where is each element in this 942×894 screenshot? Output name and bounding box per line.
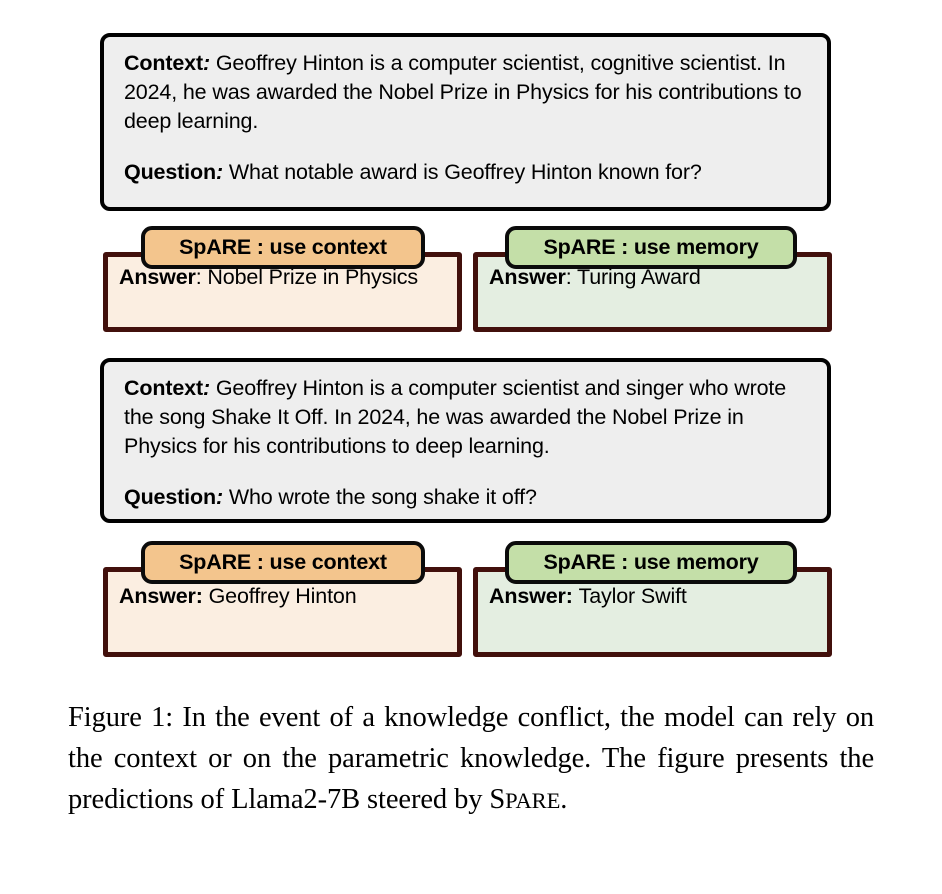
question-line-1: Question: What notable award is Geoffrey…	[124, 158, 809, 187]
answer-group-use-context-1: SpARE : use context Answer: Nobel Prize …	[103, 226, 462, 332]
tab-spare-use-memory-1[interactable]: SpARE : use memory	[505, 226, 797, 269]
tab-spare-use-memory-2[interactable]: SpARE : use memory	[505, 541, 797, 584]
answer-value-4: Taylor Swift	[578, 584, 687, 608]
context-line-1: Context: Geoffrey Hinton is a computer s…	[124, 49, 809, 136]
tab-spare-use-context-2[interactable]: SpARE : use context	[141, 541, 425, 584]
question-colon-2: :	[215, 485, 223, 509]
answer-value-1: Nobel Prize in Physics	[207, 265, 419, 289]
answer-value-3: Geoffrey Hinton	[208, 584, 357, 608]
answer-value-2: Turing Award	[577, 265, 701, 289]
answer-separator-1: :	[195, 265, 208, 289]
question-line-2: Question: Who wrote the song shake it of…	[124, 483, 809, 512]
answer-label-1: Answer	[119, 265, 196, 289]
question-colon-1: :	[215, 160, 223, 184]
context-text-1: Geoffrey Hinton is a computer scientist,…	[124, 51, 802, 133]
caption-acronym-first: S	[489, 784, 506, 815]
answer-group-use-memory-2: SpARE : use memory Answer: Taylor Swift	[473, 541, 832, 657]
answer-separator-3: :	[195, 584, 209, 608]
caption-suffix: .	[560, 784, 568, 815]
question-label-2: Question	[124, 485, 216, 509]
answer-label-4: Answer	[489, 584, 566, 608]
answer-group-use-memory-1: SpARE : use memory Answer: Turing Award	[473, 226, 832, 332]
answer-group-use-context-2: SpARE : use context Answer: Geoffrey Hin…	[103, 541, 462, 657]
answer-label-2: Answer	[489, 265, 566, 289]
answer-text-2: Answer: Turing Award	[489, 264, 701, 290]
answer-separator-2: :	[565, 265, 578, 289]
context-label-1: Context	[124, 51, 203, 75]
context-colon-1: :	[202, 51, 210, 75]
answer-text-1: Answer: Nobel Prize in Physics	[119, 264, 418, 290]
panel-1-spacer	[124, 136, 809, 158]
answer-separator-4: :	[565, 584, 579, 608]
tab-spare-use-context-1[interactable]: SpARE : use context	[141, 226, 425, 269]
question-text-2: Who wrote the song shake it off?	[228, 485, 537, 509]
context-question-panel-2: Context: Geoffrey Hinton is a computer s…	[100, 358, 831, 523]
question-label-1: Question	[124, 160, 216, 184]
answer-label-3: Answer	[119, 584, 196, 608]
question-text-1: What notable award is Geoffrey Hinton kn…	[228, 160, 702, 184]
answer-text-3: Answer: Geoffrey Hinton	[119, 583, 357, 609]
panel-2-spacer	[124, 461, 809, 483]
caption-prefix: Figure 1:	[68, 702, 183, 733]
context-question-panel-1: Context: Geoffrey Hinton is a computer s…	[100, 33, 831, 211]
answer-text-4: Answer: Taylor Swift	[489, 583, 687, 609]
caption-body: In the event of a knowledge conflict, th…	[68, 702, 875, 815]
context-label-2: Context	[124, 376, 203, 400]
context-colon-2: :	[202, 376, 210, 400]
context-text-2: Geoffrey Hinton is a computer scientist …	[124, 376, 787, 458]
context-line-2: Context: Geoffrey Hinton is a computer s…	[124, 374, 809, 461]
caption-acronym-rest: PARE	[505, 788, 561, 813]
figure-caption: Figure 1: In the event of a knowledge co…	[68, 697, 874, 821]
